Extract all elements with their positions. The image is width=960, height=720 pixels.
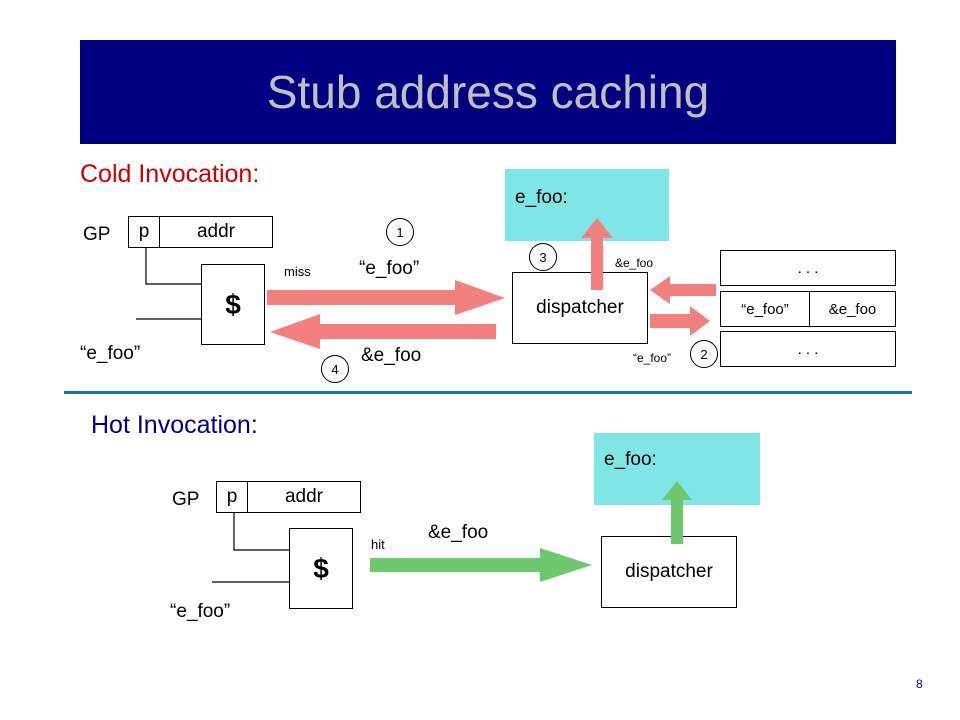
step-4-badge: 4 — [321, 355, 349, 383]
cold-target-label: e_foo: — [515, 187, 568, 208]
hot-input-name: “e_foo” — [170, 601, 231, 622]
cold-request-arrow — [267, 280, 505, 315]
cold-jump-arrow — [581, 218, 613, 290]
hot-p-cell: p — [216, 481, 248, 513]
cold-cache-symbol: $ — [225, 288, 241, 320]
hot-p-text: p — [226, 486, 238, 507]
hot-dispatcher-label: dispatcher — [625, 561, 713, 582]
table-row-ellipsis-bottom-text: . . . — [797, 340, 819, 358]
cold-reply-arrow — [270, 314, 496, 349]
page-number: 8 — [916, 677, 923, 691]
cold-miss-label: miss — [284, 264, 311, 279]
cold-addr-cell: addr — [159, 216, 273, 248]
table-row-ellipsis-bottom: . . . — [720, 331, 896, 367]
title-banner: Stub address caching — [80, 40, 896, 144]
cold-p-text: p — [138, 221, 150, 242]
cold-request-label: “e_foo” — [359, 258, 420, 279]
step-3-badge: 3 — [529, 243, 557, 271]
hot-target-label: e_foo: — [604, 449, 657, 470]
cold-table-lookup-arrow — [650, 306, 710, 336]
table-key-text: “e_foo” — [741, 300, 789, 318]
hot-addr-cell: addr — [247, 481, 361, 513]
step-4-text: 4 — [331, 361, 339, 377]
step-2-text: 2 — [700, 346, 708, 362]
cold-dispatcher-label: dispatcher — [536, 297, 624, 318]
hot-gp-label: GP — [172, 489, 200, 510]
hot-address-arrow — [370, 548, 592, 582]
hot-jump-arrow — [662, 481, 692, 544]
slide-title: Stub address caching — [266, 66, 710, 118]
hot-cache-box: $ — [289, 528, 353, 609]
cold-input-name: “e_foo” — [80, 343, 141, 364]
hot-dispatcher-box: dispatcher — [601, 536, 737, 608]
hot-hit-label: hit — [371, 537, 385, 552]
step-1-text: 1 — [396, 224, 404, 240]
cold-invocation-label: Cold Invocation: — [80, 160, 260, 188]
step-1-badge: 1 — [386, 218, 414, 246]
table-value-cell: &e_foo — [809, 291, 896, 327]
table-key-cell: “e_foo” — [720, 291, 810, 327]
cold-dispatcher-box: dispatcher — [512, 272, 648, 344]
table-value-text: &e_foo — [828, 300, 877, 318]
cold-target-box: e_foo: — [505, 169, 669, 241]
cold-reply-label: &e_foo — [361, 345, 422, 366]
hot-invocation-label: Hot Invocation: — [91, 411, 258, 439]
step-3-text: 3 — [539, 249, 547, 265]
cold-cache-box: $ — [201, 264, 265, 345]
cold-table-result-arrow — [650, 276, 716, 304]
cold-lookup-key-label: “e_foo” — [633, 351, 672, 365]
cold-p-cell: p — [128, 216, 160, 248]
step-2-badge: 2 — [690, 340, 718, 368]
section-divider — [64, 391, 912, 394]
cold-pointer-line — [145, 248, 201, 285]
hot-address-label: &e_foo — [428, 522, 489, 543]
cold-gp-label: GP — [83, 224, 111, 245]
hot-pointer-line — [233, 513, 289, 551]
table-row-ellipsis-top: . . . — [720, 250, 896, 286]
cold-addr-text: addr — [196, 221, 236, 242]
table-row-ellipsis-top-text: . . . — [797, 259, 819, 277]
cold-lookup-result-label: &e_foo — [615, 256, 654, 270]
hot-addr-text: addr — [284, 486, 324, 507]
hot-cache-symbol: $ — [313, 552, 329, 584]
